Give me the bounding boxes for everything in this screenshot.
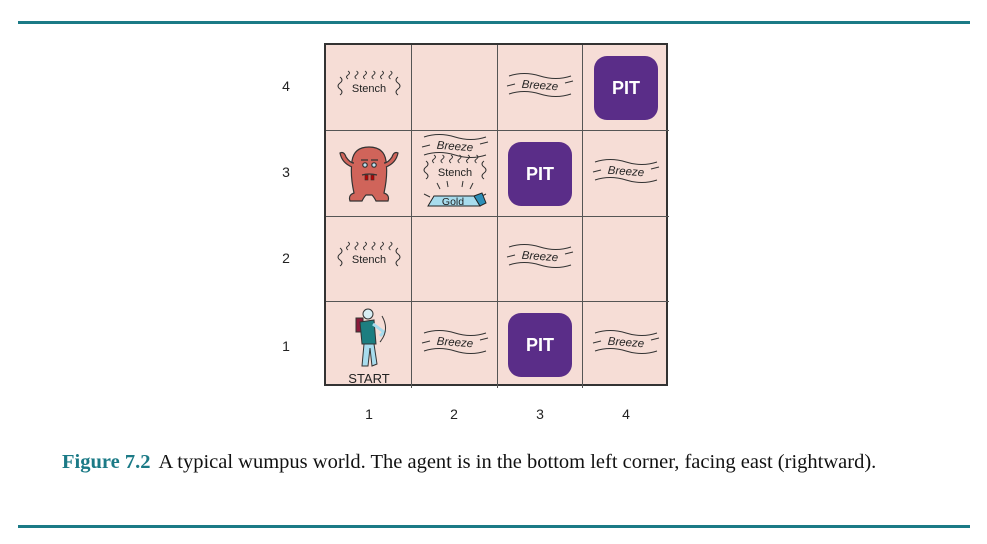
cell-1-2: Stench [326,216,412,302]
breeze-icon: Breeze [592,158,659,183]
svg-text:START: START [348,371,389,386]
col-label-3: 3 [536,406,544,422]
svg-text:PIT: PIT [526,335,554,355]
cell-2-4 [411,45,498,131]
bottom-rule [18,525,970,528]
pit-icon: PIT [593,56,658,120]
row-label-3: 3 [282,164,290,180]
col-label-1: 1 [365,406,373,422]
figure-caption: Figure 7.2 A typical wumpus world. The ag… [62,446,930,478]
cell-3-3: PIT [497,130,583,217]
stench-icon: Stench [337,70,401,96]
breeze-icon: Breeze [421,133,488,158]
gold-icon: Gold [423,180,487,208]
agent-icon: START [348,308,390,386]
pit-icon: PIT [508,141,572,206]
row-label-4: 4 [282,78,290,94]
svg-text:PIT: PIT [611,78,639,98]
cell-4-1: Breeze [583,302,669,388]
svg-text:PIT: PIT [526,164,554,184]
cell-1-1: START [326,301,412,388]
pit-icon: PIT [508,312,572,377]
cell-4-4: PIT [582,45,669,131]
col-label-2: 2 [450,406,458,422]
cell-3-4: Breeze [497,45,583,131]
cell-3-1: PIT [497,301,583,388]
row-label-2: 2 [282,250,290,266]
breeze-icon: Breeze [592,329,659,354]
stench-icon: Stench [423,154,486,179]
svg-text:Breeze: Breeze [607,164,644,179]
svg-text:Breeze: Breeze [436,335,473,350]
svg-text:Stench: Stench [437,167,471,179]
cell-4-3: Breeze [582,131,669,217]
svg-text:Stench: Stench [352,254,386,266]
stench-icon: Stench [337,241,401,267]
wumpus-icon [339,145,399,202]
cell-2-1: Breeze [412,301,498,388]
cell-4-2 [582,216,669,302]
svg-text:Breeze: Breeze [436,139,473,154]
svg-text:Breeze: Breeze [521,250,558,265]
breeze-icon: Breeze [506,73,574,97]
figure-label: Figure 7.2 [62,451,151,473]
breeze-icon: Breeze [506,244,574,268]
svg-text:Gold: Gold [441,196,463,208]
svg-text:Breeze: Breeze [607,335,644,350]
caption-text: A typical wumpus world. The agent is in … [158,451,877,473]
cell-1-3 [326,130,412,217]
wumpus-grid: Stench Breeze PIT Breeze Stench Gold PIT… [324,43,669,388]
row-label-1: 1 [282,338,290,354]
cell-1-4: Stench [326,45,412,131]
svg-text:Stench: Stench [352,83,386,95]
breeze-icon: Breeze [421,329,488,354]
top-rule [18,21,970,24]
cell-3-2: Breeze [497,216,583,302]
cell-2-2 [411,216,498,302]
svg-text:Breeze: Breeze [521,79,558,94]
col-label-4: 4 [622,406,630,422]
cell-2-3: Breeze Stench Gold [411,130,498,217]
